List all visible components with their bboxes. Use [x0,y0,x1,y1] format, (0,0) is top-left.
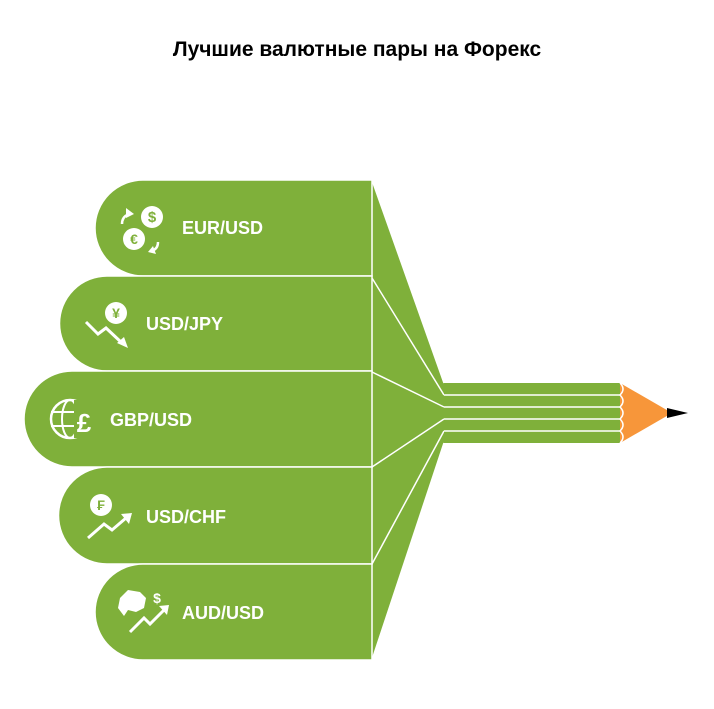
euro-dollar-exchange-icon: $ € [120,206,163,254]
svg-text:¥: ¥ [112,305,120,321]
pair-label-3: GBP/USD [110,410,192,430]
pair-label-1: EUR/USD [182,218,263,238]
funnel-line-4 [371,430,445,565]
pencil-tip [667,408,688,418]
australia-dollar-up-trend-icon: $ [118,590,169,634]
svg-text:€: € [130,231,138,247]
pair-bar-1: $ € EUR/USD [94,179,373,277]
pencil-wood [620,383,672,443]
funnel-edge-top [371,179,445,384]
pencil-wood-scallops [618,382,624,444]
svg-text:£: £ [77,408,92,438]
pair-bar-5: $ AUD/USD [94,563,373,661]
pair-bar-4-shape [57,466,373,565]
pair-label-5: AUD/USD [182,603,264,623]
funnel-shape [372,180,444,660]
svg-text:$: $ [148,209,157,226]
funnel [371,179,445,661]
pair-bar-5-shape [94,563,373,661]
pair-bar-4: ₣ USD/CHF [57,466,373,565]
pencil [444,382,688,444]
pair-bar-2: ¥ USD/JPY [58,275,373,372]
funnel-line-1 [371,277,445,396]
page-title: Лучшие валютные пары на Форекс [172,38,542,61]
globe-pound-icon: £ [49,398,96,440]
funnel-line-2 [371,371,445,408]
funnel-line-3 [371,418,445,468]
svg-text:$: $ [153,590,161,606]
funnel-edge-bottom [371,442,445,661]
pair-label-4: USD/CHF [146,507,226,527]
pair-bar-3-shape [23,370,373,468]
svg-text:₣: ₣ [97,497,105,513]
franc-up-trend-icon: ₣ [87,494,132,540]
pencil-body [444,383,620,443]
yen-down-trend-icon: ¥ [84,302,128,348]
pair-bar-3: £ GBP/USD [23,370,373,468]
pair-label-2: USD/JPY [146,314,223,334]
